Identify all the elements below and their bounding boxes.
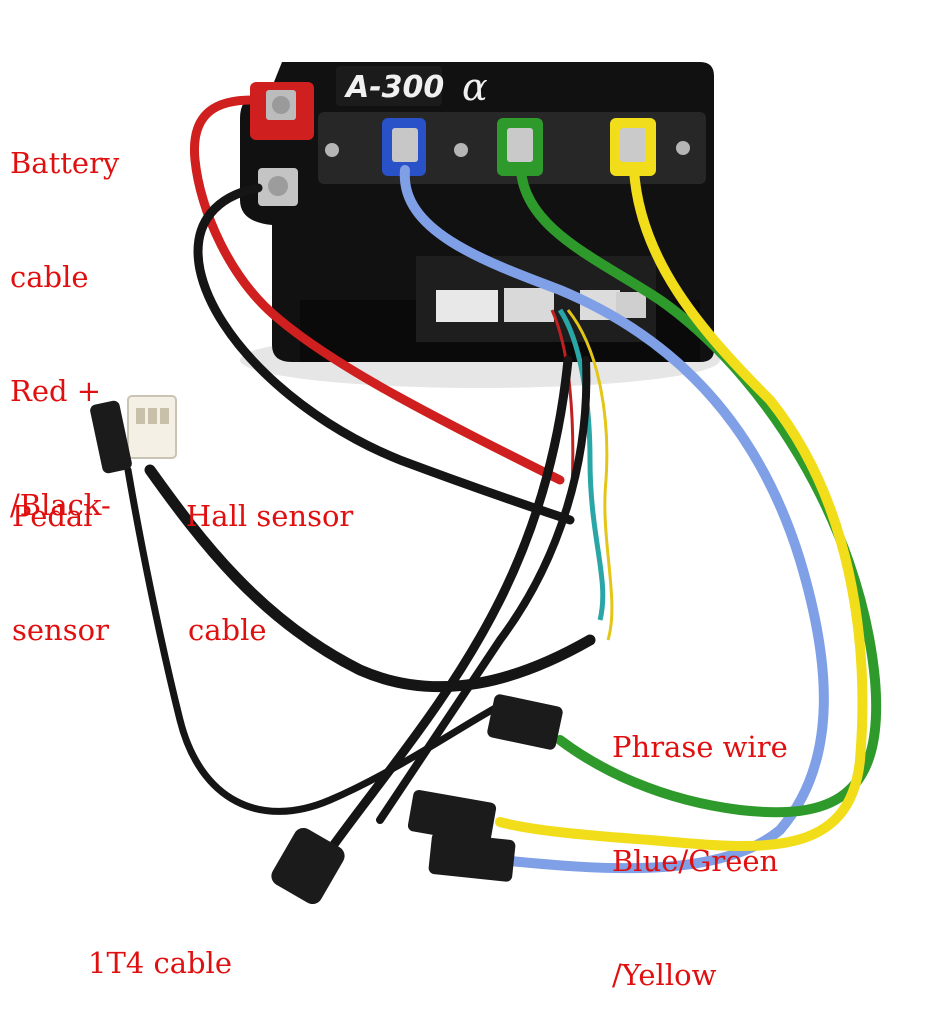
signal-wire-red [550,309,575,491]
hall-sensor-label: Hall sensor cable [186,421,353,687]
battery-cable-label: Battery cable Red + /Black- [10,68,119,562]
battery-negative-screw [268,176,288,196]
pedal-label-line-2: sensor [12,613,109,647]
battery-label-line-3: Red + [10,374,102,408]
t4-cable-label: 1T4 cable [88,868,232,1020]
product-photo: A-300 α [90,62,882,905]
hall-sensor-cable [144,464,596,693]
phase-connector-yellow [407,789,497,845]
aux-connector-2 [616,292,646,318]
hall-sensor-connector [127,395,177,459]
hall-pin-1 [136,408,145,424]
phase-yellow-wire [495,165,868,851]
phase-yellow-bolt [620,128,646,162]
phase-connector-blue [428,832,516,882]
strip-screw-right [676,141,690,155]
hall-label-line-1: Hall sensor [186,499,354,533]
phase-label-line-1: Phrase wire [612,730,788,764]
hall-pin-3 [160,408,169,424]
pedal-sensor-cable [124,466,514,815]
hall-pin-2 [148,408,157,424]
t4-cable-second [376,356,591,824]
model-plate [336,66,442,106]
phase-wire-label: Phrase wire Blue/Green /Yellow [612,652,788,1032]
signal-connector [504,288,554,322]
phase-green-wire [516,165,882,818]
phase-blue-wire [399,165,829,874]
battery-positive-screw [272,96,290,114]
t4-cable [325,355,573,855]
battery-red-cable [189,95,565,485]
hall-label-line-2: cable [188,613,267,647]
alpha-symbol: α [462,65,488,109]
model-number: A-300 [344,70,444,105]
signal-wire-bundle [557,308,606,621]
strip-screw-left [325,143,339,157]
strip-screw-mid [454,143,468,157]
phase-green-bolt [507,128,533,162]
signal-wire-yellow [566,309,614,641]
battery-label-line-4: /Black- [10,488,111,522]
battery-black-cable [193,183,575,525]
phase-label-line-2: Blue/Green [612,844,779,878]
pedal-label-line-1: Pedal [12,499,93,533]
phase-label-line-3: /Yellow [612,958,717,992]
t4-connector [271,827,345,905]
hall-connector [436,290,498,322]
battery-label-line-1: Battery [10,146,120,180]
phase-connector-green [487,694,563,750]
phase-blue-bolt [392,128,418,162]
pedal-sensor-connector [90,400,132,474]
pedal-sensor-label: Pedal sensor [12,421,109,687]
battery-label-line-2: cable [10,260,89,294]
